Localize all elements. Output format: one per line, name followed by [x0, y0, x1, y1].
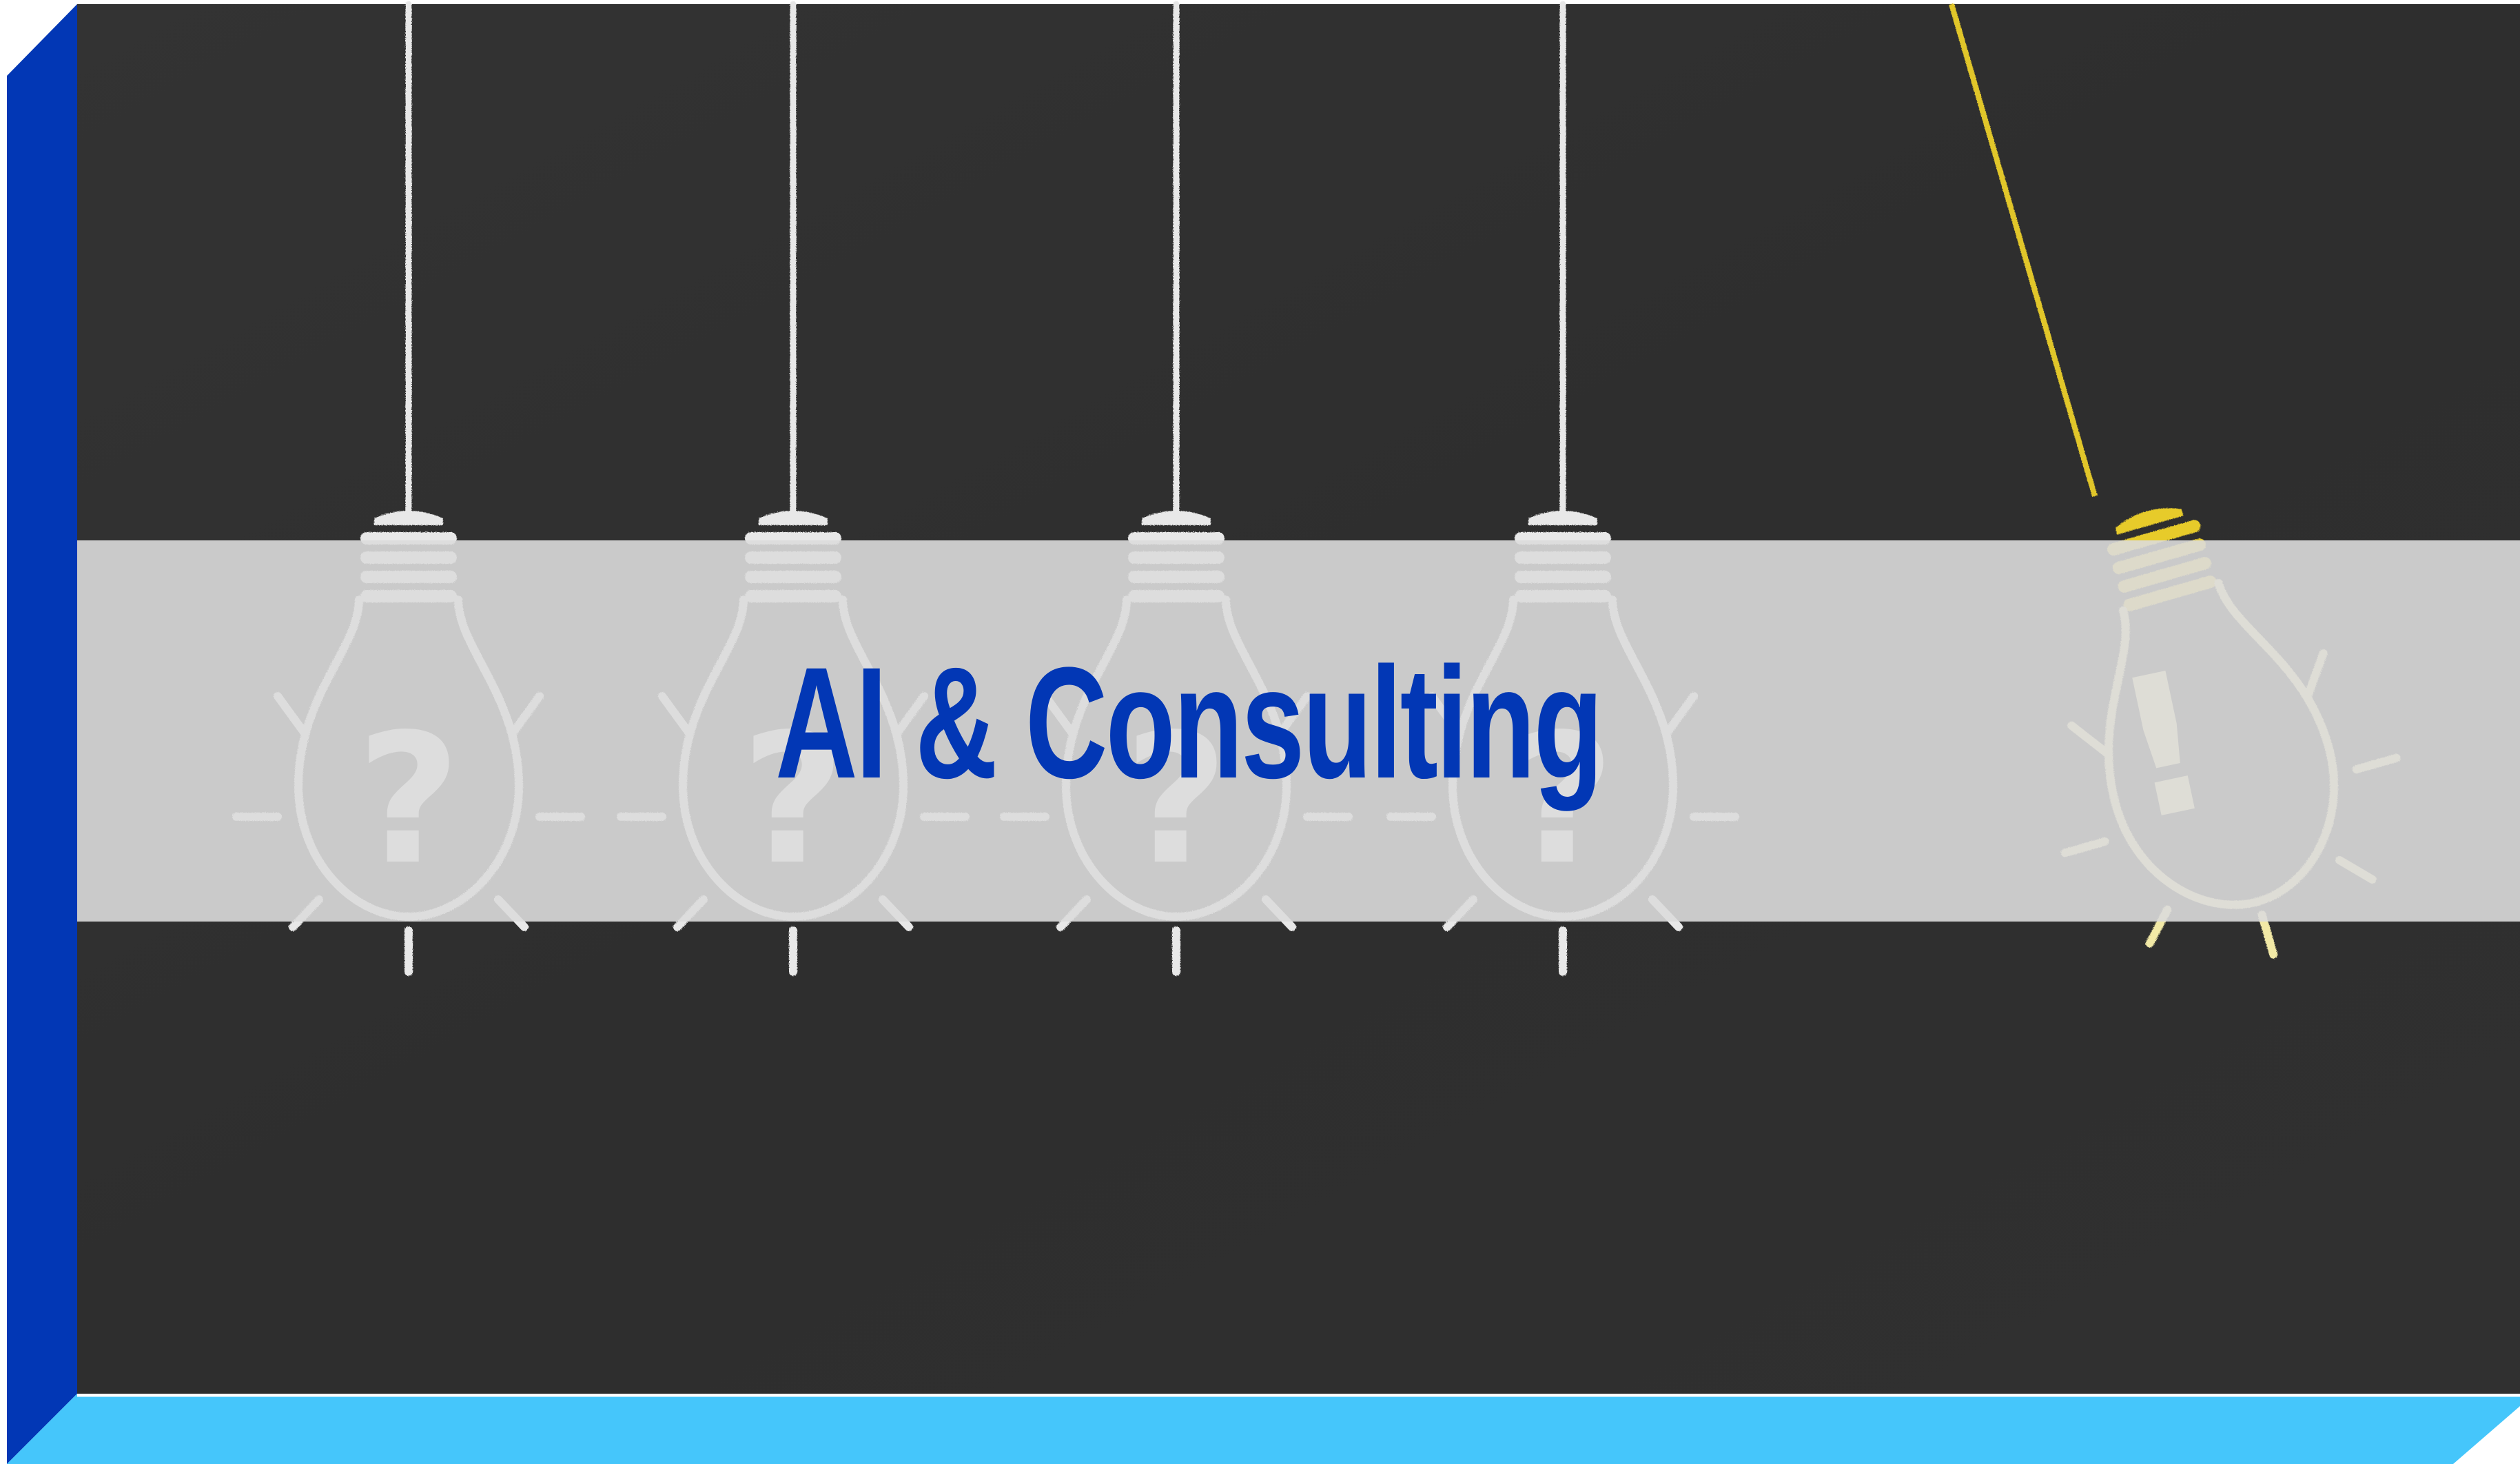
- left-edge: [7, 4, 77, 1464]
- banner-title: AI & Consulting: [775, 634, 1604, 811]
- title-band-text-area: AI & Consulting: [77, 540, 2520, 922]
- title-band: [77, 540, 2520, 922]
- bulb-5-cord: [1949, 3, 2098, 498]
- bottom-edge: [7, 1394, 2520, 1464]
